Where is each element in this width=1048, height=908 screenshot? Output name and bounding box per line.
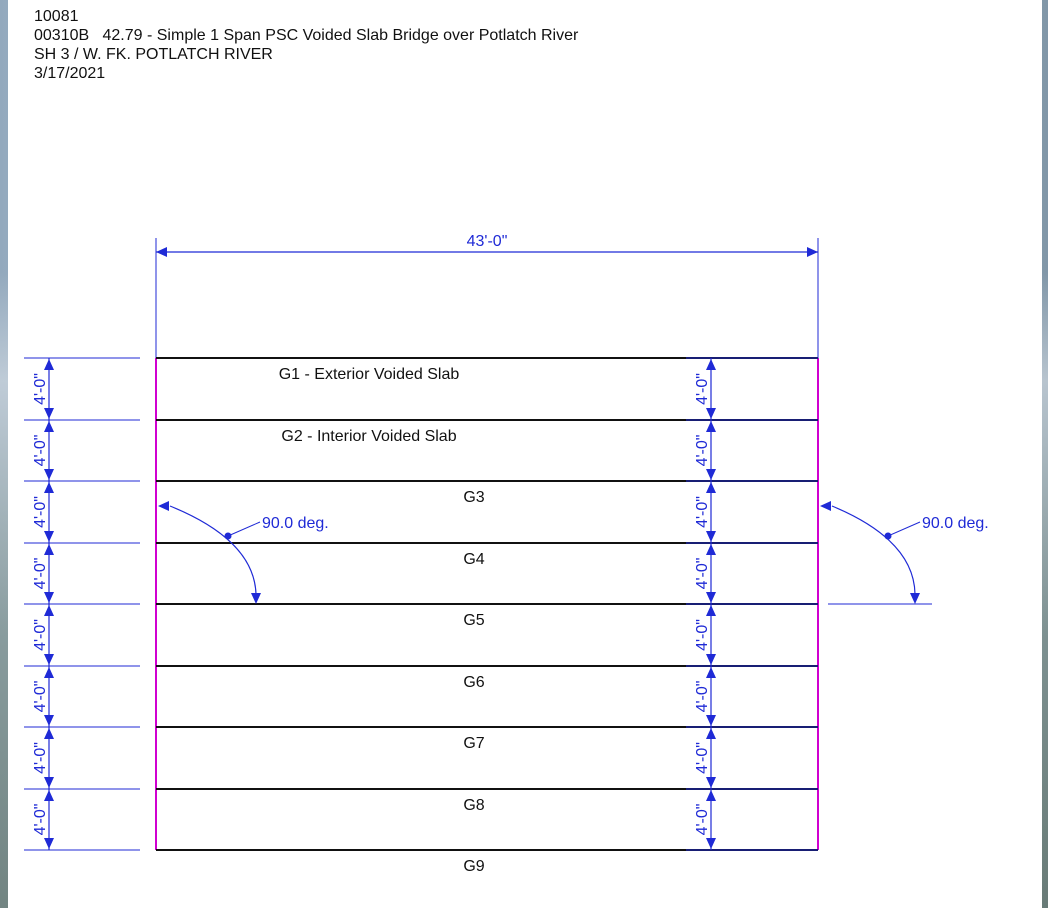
girder-label: G5: [463, 612, 484, 629]
left-spacing-label: 4'-0": [32, 558, 49, 590]
left-spacing-arrow-up: [44, 421, 54, 432]
right-spacing-label: 4'-0": [694, 558, 711, 590]
left-skew-label: 90.0 deg.: [262, 515, 329, 532]
girder-label: G1 - Exterior Voided Slab: [279, 366, 460, 383]
right-skew-arrow-start: [820, 501, 831, 511]
left-spacing-arrow-down: [44, 838, 54, 849]
left-spacing-label: 4'-0": [32, 804, 49, 836]
left-spacing-arrow-down: [44, 531, 54, 542]
girder-label: G2 - Interior Voided Slab: [281, 428, 456, 445]
right-spacing-arrow-down: [706, 531, 716, 542]
girder-label: G4: [463, 551, 484, 568]
left-skew-arc: [169, 505, 257, 595]
left-spacing-arrow-up: [44, 544, 54, 555]
girder-label: G3: [463, 489, 484, 506]
right-spacing-arrow-up: [706, 728, 716, 739]
bridge-description: 00310B 42.79 - Simple 1 Span PSC Voided …: [34, 27, 579, 44]
girder-label: G8: [463, 797, 484, 814]
right-spacing-arrow-up: [706, 605, 716, 616]
left-spacing-arrow-down: [44, 469, 54, 480]
right-spacing-label: 4'-0": [694, 619, 711, 651]
right-spacing-arrow-down: [706, 592, 716, 603]
left-skew-leader: [227, 521, 261, 537]
left-spacing-arrow-down: [44, 715, 54, 726]
right-spacing-arrow-up: [706, 544, 716, 555]
right-spacing-arrow-down: [706, 715, 716, 726]
left-spacing-arrow-down: [44, 592, 54, 603]
structure-id: 10081: [34, 8, 79, 25]
right-skew-arrow-end: [910, 593, 920, 604]
left-spacing-label: 4'-0": [32, 742, 49, 774]
right-spacing-label: 4'-0": [694, 742, 711, 774]
right-spacing-arrow-up: [706, 790, 716, 801]
span-length-label: 43'-0": [467, 233, 508, 250]
left-spacing-label: 4'-0": [32, 681, 49, 713]
route-name: SH 3 / W. FK. POTLATCH RIVER: [34, 46, 273, 63]
left-spacing-arrow-down: [44, 408, 54, 419]
girder-label: G6: [463, 674, 484, 691]
right-skew-label: 90.0 deg.: [922, 515, 989, 532]
right-spacing-arrow-down: [706, 469, 716, 480]
right-spacing-arrow-up: [706, 667, 716, 678]
left-spacing-label: 4'-0": [32, 373, 49, 405]
right-spacing-arrow-up: [706, 421, 716, 432]
report-header: 10081 00310B 42.79 - Simple 1 Span PSC V…: [34, 7, 578, 83]
right-spacing-label: 4'-0": [694, 496, 711, 528]
right-spacing-arrow-up: [706, 482, 716, 493]
left-spacing-arrow-up: [44, 359, 54, 370]
span-arrow-right: [807, 247, 818, 257]
right-spacing-label: 4'-0": [694, 373, 711, 405]
right-spacing-label: 4'-0": [694, 435, 711, 467]
left-spacing-arrow-up: [44, 667, 54, 678]
left-skew-arrow-start: [158, 501, 169, 511]
left-spacing-arrow-up: [44, 790, 54, 801]
left-spacing-arrow-up: [44, 605, 54, 616]
report-sheet: [8, 0, 1042, 908]
girder-label: G9: [463, 858, 484, 875]
right-spacing-arrow-down: [706, 777, 716, 788]
girder-label: G7: [463, 735, 484, 752]
left-spacing-label: 4'-0": [32, 435, 49, 467]
report-date: 3/17/2021: [34, 65, 106, 82]
right-spacing-arrow-up: [706, 359, 716, 370]
left-spacing-label: 4'-0": [32, 496, 49, 528]
right-spacing-arrow-down: [706, 838, 716, 849]
right-skew-arc: [831, 505, 916, 595]
left-skew-arrow-end: [251, 593, 261, 604]
right-spacing-label: 4'-0": [694, 804, 711, 836]
left-spacing-label: 4'-0": [32, 619, 49, 651]
left-spacing-arrow-down: [44, 654, 54, 665]
right-spacing-arrow-down: [706, 654, 716, 665]
span-arrow-left: [156, 247, 167, 257]
right-spacing-arrow-down: [706, 408, 716, 419]
right-skew-leader: [887, 521, 921, 537]
right-spacing-label: 4'-0": [694, 681, 711, 713]
left-spacing-arrow-up: [44, 728, 54, 739]
left-spacing-arrow-up: [44, 482, 54, 493]
left-spacing-arrow-down: [44, 777, 54, 788]
